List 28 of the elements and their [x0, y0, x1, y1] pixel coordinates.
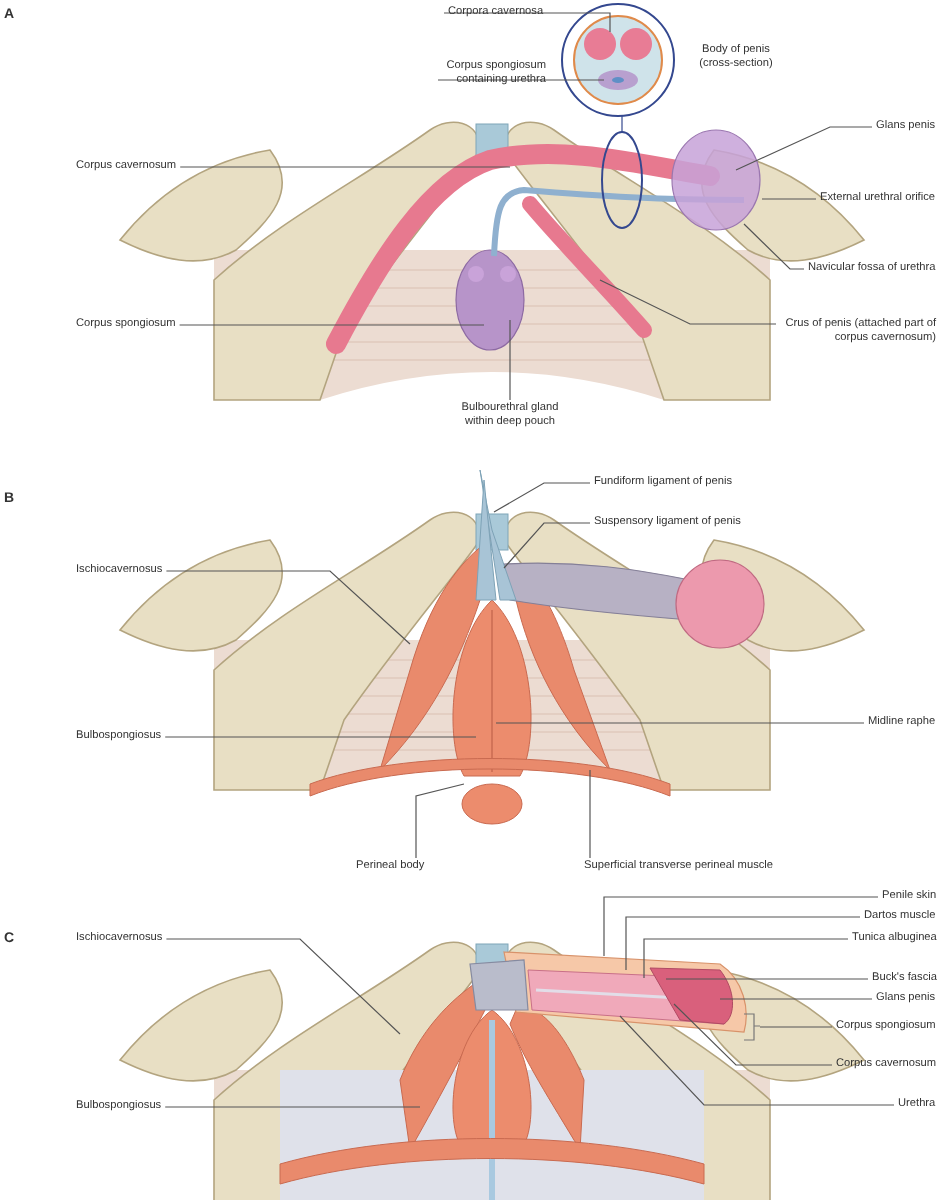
leader-line: [165, 938, 401, 1035]
cross-section-drawing: [561, 3, 675, 117]
leader-line: [495, 722, 865, 724]
leader-line: [625, 916, 861, 971]
leader-line: [665, 978, 869, 980]
leader-line: [619, 1015, 895, 1106]
magnifier-ellipse: [601, 131, 643, 229]
connector-line: [621, 115, 623, 133]
leader-line: [603, 896, 879, 957]
leader-line: [503, 522, 591, 569]
leader-line: [759, 1026, 833, 1028]
leader-line: [164, 736, 477, 738]
leader-line: [761, 198, 817, 200]
leader-line: [493, 482, 591, 513]
leader-line: [719, 998, 873, 1000]
leader-line: [673, 1003, 833, 1066]
leader-line: [415, 783, 465, 859]
leader-line: [179, 166, 511, 168]
leader-line: [599, 279, 777, 325]
leader-line: [743, 223, 805, 270]
leader-line: [164, 1106, 421, 1108]
leader-line: [509, 319, 511, 401]
leader-line: [589, 769, 591, 859]
connector-line: [443, 12, 611, 33]
leader-line: [179, 324, 485, 326]
leader-line: [643, 938, 849, 979]
leader-line: [735, 126, 873, 171]
connector-line: [437, 79, 605, 81]
